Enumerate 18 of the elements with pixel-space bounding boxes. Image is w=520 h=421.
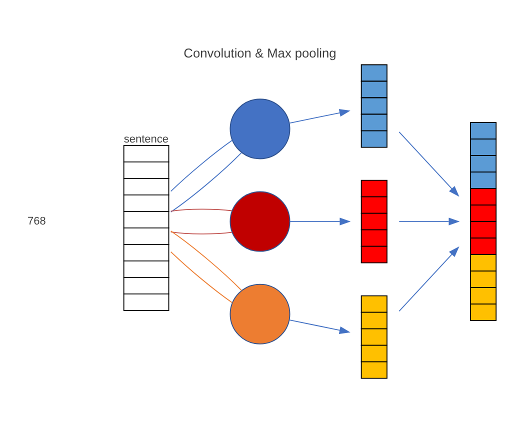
node-text: sentence — [124, 132, 168, 145]
node-circle — [230, 98, 290, 159]
arrow — [398, 217, 460, 225]
diagram-title: Convolution & Max pooling — [184, 45, 336, 60]
arrow — [288, 108, 350, 124]
connector — [170, 230, 232, 234]
label: 768 — [28, 214, 46, 227]
arrow — [398, 246, 460, 312]
connector — [170, 250, 233, 303]
connector — [170, 139, 233, 192]
connector — [170, 230, 242, 290]
node-circle — [230, 283, 290, 344]
arrow — [289, 217, 351, 225]
arrow — [288, 318, 350, 334]
node-circle — [230, 190, 290, 252]
arrow — [398, 130, 460, 196]
connector — [170, 208, 232, 212]
connector — [170, 152, 242, 212]
